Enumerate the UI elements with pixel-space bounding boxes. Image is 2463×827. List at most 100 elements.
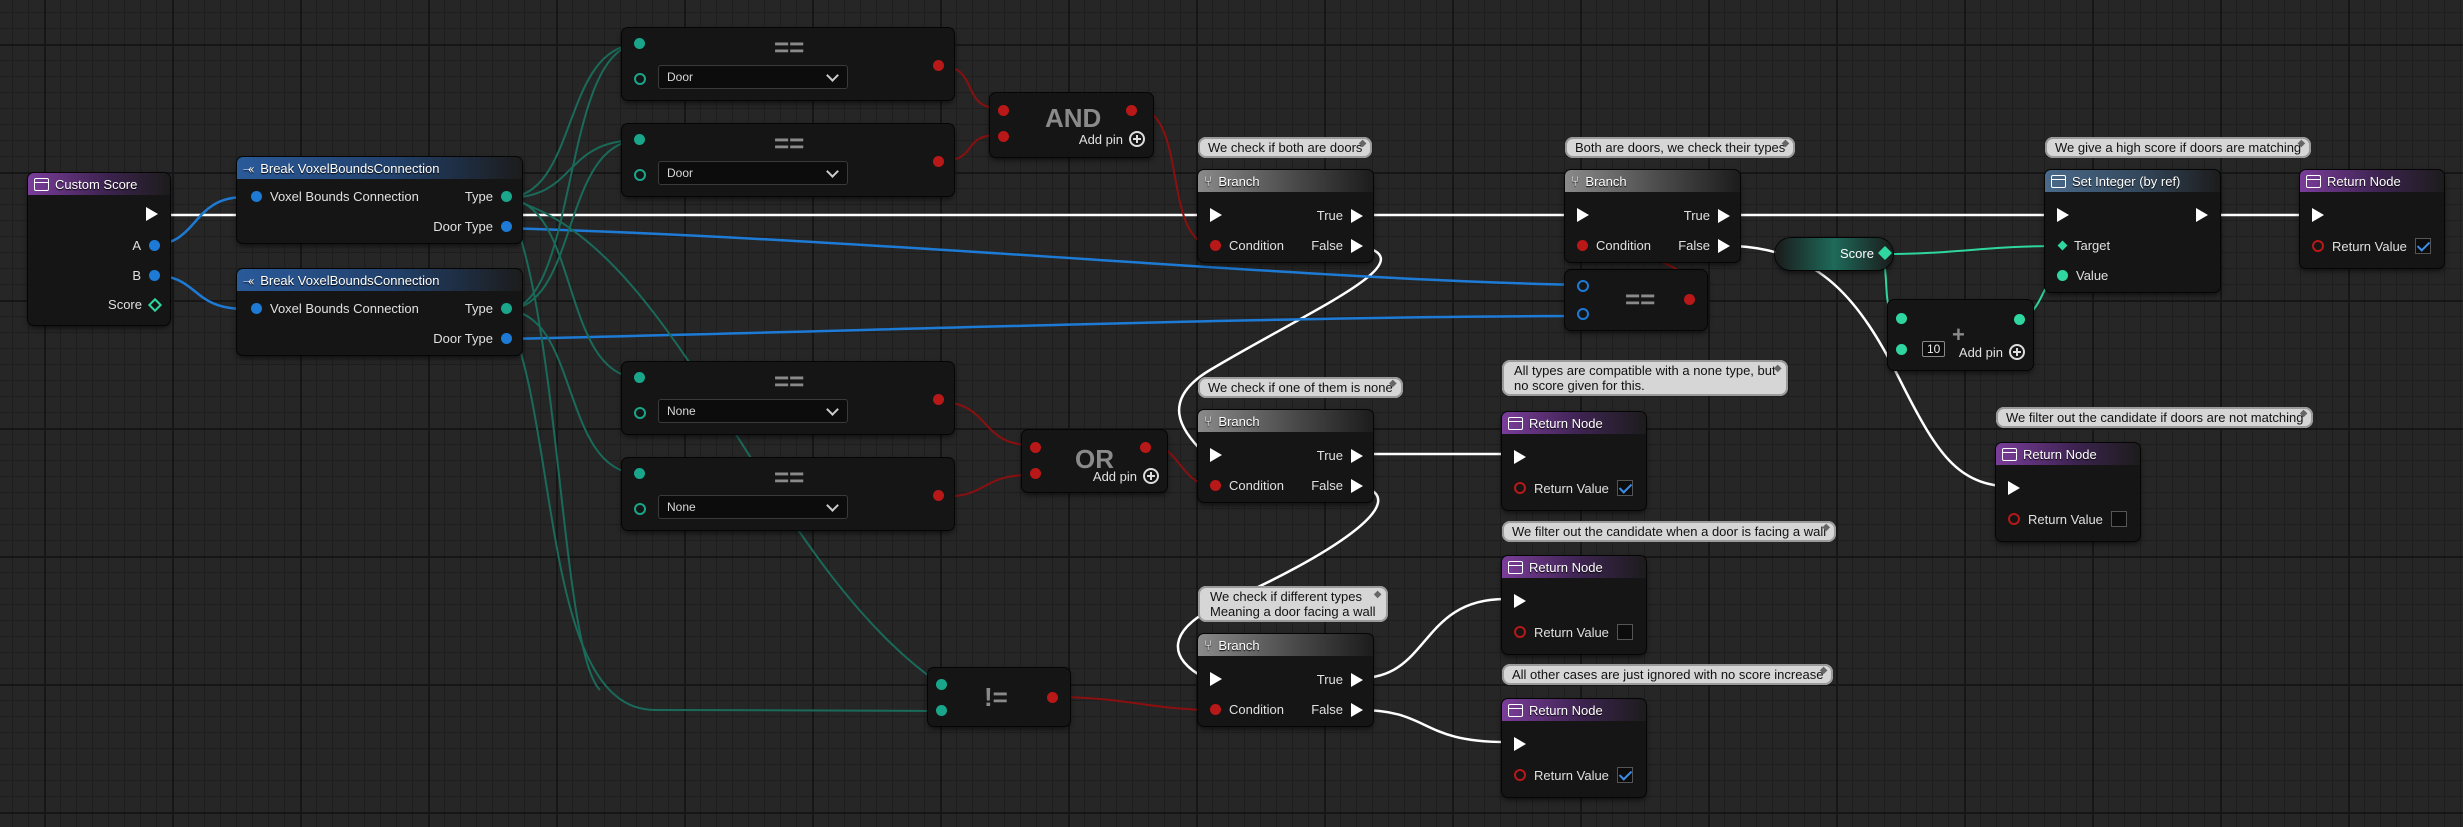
byte-pin-icon[interactable] [634,169,646,181]
byte-pin-icon[interactable] [634,372,645,383]
exec-out-pin[interactable] [2196,208,2208,222]
bool-input-pin-icon[interactable] [998,105,1009,116]
byte-pin-icon[interactable] [634,407,646,419]
bool-output-pin-icon[interactable] [1126,105,1137,116]
return-node-none-type[interactable]: Return Node Return Value [1502,412,1646,510]
equal-node-door-1[interactable]: Door == [622,28,954,100]
int-ref-pin-icon[interactable] [1877,245,1893,261]
byte-pin-icon[interactable] [1577,280,1589,292]
comment-bubble[interactable]: Both are doors, we check their types◆ [1565,137,1796,158]
comment-bubble[interactable]: All other cases are just ignored with no… [1502,664,1834,685]
return-value-checkbox[interactable] [1616,624,1633,640]
true-pin[interactable]: True [1317,208,1363,223]
equal-node-none-2[interactable]: None == [622,458,954,530]
bool-output-pin-icon[interactable] [1684,294,1695,305]
byte-pin-icon[interactable] [936,679,947,690]
true-pin[interactable]: True [1317,672,1363,687]
return-node-door-facing-wall[interactable]: Return Node Return Value [1502,556,1646,654]
condition-pin[interactable]: Condition [1577,238,1651,253]
return-node-main[interactable]: Return Node Return Value [2300,170,2444,268]
branch-node-2[interactable]: ⑂Branch Condition True False [1565,170,1740,262]
door-type-dropdown[interactable]: None [658,399,848,423]
int-value-field[interactable]: 10 [1922,341,1946,357]
false-pin[interactable]: False [1311,478,1363,493]
equal-node-none-1[interactable]: None == [622,362,954,434]
return-value-checkbox[interactable] [1616,480,1633,496]
condition-pin[interactable]: Condition [1210,702,1284,717]
value-pin[interactable]: Value [2057,268,2108,283]
add-pin-button[interactable]: Add pin [1079,131,1145,147]
comment-bubble[interactable]: We filter out the candidate when a door … [1502,521,1837,542]
true-pin[interactable]: True [1684,208,1730,223]
bool-output-pin-icon[interactable] [1047,692,1058,703]
byte-pin-icon[interactable] [634,73,646,85]
int-pin-icon[interactable] [1896,313,1907,324]
door-type-output-pin[interactable]: Door Type [433,331,512,346]
pin-score[interactable]: Score [108,297,163,312]
bool-input-pin-icon[interactable] [998,131,1009,142]
false-pin[interactable]: False [1311,702,1363,717]
condition-pin[interactable]: Condition [1210,238,1284,253]
or-node[interactable]: OR Add pin [1022,430,1167,492]
voxel-bounds-input-pin[interactable]: Voxel Bounds Connection [251,301,419,316]
byte-pin-icon[interactable] [634,468,645,479]
add-pin-button[interactable]: Add pin [1959,344,2025,360]
comment-bubble[interactable]: All types are compatible with a none typ… [1502,360,1788,396]
set-integer-node[interactable]: Set Integer (by ref) Target Value [2045,170,2220,292]
door-type-dropdown[interactable]: Door [658,161,848,185]
equal-door-type-node[interactable]: == [1565,270,1707,330]
byte-pin-icon[interactable] [634,503,646,515]
false-pin[interactable]: False [1678,238,1730,253]
bool-output-pin-icon[interactable] [933,60,944,71]
pin-b[interactable]: B [132,268,160,283]
comment-bubble[interactable]: We check if both are doors◆ [1198,137,1373,158]
add-integer-node[interactable]: 10 + Add pin [1888,300,2033,370]
branch-node-3[interactable]: ⑂Branch Condition True False [1198,410,1373,502]
return-value-pin[interactable]: Return Value [2312,238,2431,254]
return-value-checkbox[interactable] [2414,238,2431,254]
int-output-pin-icon[interactable] [2014,314,2025,325]
byte-pin-icon[interactable] [634,38,645,49]
return-value-pin[interactable]: Return Value [2008,511,2127,527]
exec-in-pin[interactable] [1210,672,1222,686]
exec-in-pin[interactable] [1514,737,1526,751]
exec-out-pin[interactable] [146,207,158,221]
target-pin[interactable]: Target [2057,238,2110,253]
true-pin[interactable]: True [1317,448,1363,463]
door-type-output-pin[interactable]: Door Type [433,219,512,234]
not-equal-node[interactable]: != [928,668,1070,726]
false-pin[interactable]: False [1311,238,1363,253]
score-variable-node[interactable]: Score [1775,238,1893,270]
add-pin-button[interactable]: Add pin [1093,468,1159,484]
branch-node-4[interactable]: ⑂Branch Condition True False [1198,634,1373,726]
branch-node-1[interactable]: ⑂Branch Condition True False [1198,170,1373,262]
comment-bubble[interactable]: We give a high score if doors are matchi… [2045,137,2312,158]
voxel-bounds-input-pin[interactable]: Voxel Bounds Connection [251,189,419,204]
bool-input-pin-icon[interactable] [1030,442,1041,453]
exec-in-pin[interactable] [2057,208,2069,222]
exec-in-pin[interactable] [2008,481,2020,495]
pin-a[interactable]: A [132,238,160,253]
break-voxel-bounds-node-2[interactable]: ⤛Break VoxelBoundsConnection Voxel Bound… [237,269,522,355]
and-node[interactable]: AND Add pin [990,93,1153,157]
byte-pin-icon[interactable] [634,134,645,145]
break-voxel-bounds-node-1[interactable]: ⤛Break VoxelBoundsConnection Voxel Bound… [237,157,522,243]
exec-in-pin[interactable] [1210,448,1222,462]
bool-input-pin-icon[interactable] [1030,468,1041,479]
bool-output-pin-icon[interactable] [933,490,944,501]
return-node-other-cases[interactable]: Return Node Return Value [1502,699,1646,797]
door-type-dropdown[interactable]: None [658,495,848,519]
condition-pin[interactable]: Condition [1210,478,1284,493]
type-output-pin[interactable]: Type [465,189,512,204]
return-value-checkbox[interactable] [2110,511,2127,527]
bool-output-pin-icon[interactable] [933,394,944,405]
int-pin-icon[interactable] [1896,344,1907,355]
exec-in-pin[interactable] [2312,208,2324,222]
door-type-dropdown[interactable]: Door [658,65,848,89]
return-value-pin[interactable]: Return Value [1514,624,1633,640]
return-value-checkbox[interactable] [1616,767,1633,783]
bool-output-pin-icon[interactable] [933,156,944,167]
bool-output-pin-icon[interactable] [1140,442,1151,453]
return-node-filter-mismatch[interactable]: Return Node Return Value [1996,443,2140,541]
